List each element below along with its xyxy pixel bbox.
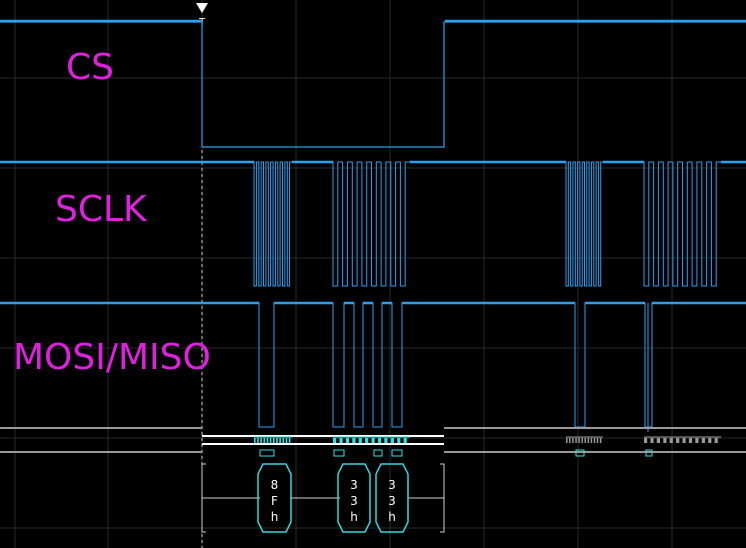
bus-bit-tick (701, 438, 705, 443)
bus-bit-tick (656, 438, 660, 443)
bus-bit-tick (365, 438, 369, 443)
bus-bit-tick (263, 438, 266, 443)
bus-bit-tick (663, 438, 667, 443)
decode-bracket-left (201, 463, 206, 533)
bus-bit-tick (397, 438, 401, 443)
decoded-bytes-row: 8Fh 3 3 h 3 3 h (201, 463, 445, 533)
decoded-byte-char: h (388, 510, 396, 524)
trigger-arrow-icon[interactable] (196, 3, 208, 13)
bus-bit-tick (339, 438, 343, 443)
bus-bit-tick (587, 438, 590, 443)
bus-notch (575, 449, 585, 457)
bus-bit-tick (584, 438, 586, 443)
bus-bit-tick (682, 438, 686, 443)
decoded-byte-char: F (271, 494, 278, 508)
bus-bit-tick (352, 438, 356, 443)
bus-bit-tick (714, 438, 718, 443)
bus-bit-tick (403, 438, 407, 443)
bus-notch (259, 449, 275, 457)
bus-bit-tick (371, 438, 375, 443)
bus-bit-tick (590, 438, 593, 443)
bus-bit-tick (569, 438, 571, 443)
decoded-byte-char: 3 (388, 494, 396, 508)
bus-bit-tick (260, 438, 262, 443)
bus-bit-tick (572, 438, 574, 443)
bus-bit-tick (269, 438, 272, 443)
bus-bit-tick (695, 438, 699, 443)
bus-bit-tick (669, 438, 673, 443)
bus-notch (333, 449, 345, 457)
cs-channel-label: CS (66, 47, 114, 88)
decoded-byte-box (375, 463, 409, 533)
bus-bit-tick (384, 438, 388, 443)
bus-notch (373, 449, 383, 457)
sclk-channel-label: SCLK (55, 189, 147, 230)
bus-bit-tick (276, 438, 278, 443)
mosi-miso-channel-label: MOSI/MISO (13, 337, 211, 378)
bus-notch (391, 449, 403, 457)
decoded-byte-box (337, 463, 371, 533)
bus-bit-tick (333, 438, 337, 443)
bus-bit-tick (566, 438, 568, 443)
bus-bit-tick (257, 438, 259, 443)
bus-bit-tick (288, 438, 291, 443)
bus-bit-tick (596, 438, 599, 443)
bus-bit-tick (345, 438, 349, 443)
decode-bracket-right (440, 463, 445, 533)
decoded-byte-char: h (350, 510, 358, 524)
bus-bit-tick (377, 438, 382, 443)
bus-bit-tick (358, 438, 362, 443)
decoded-byte-char: 3 (388, 478, 396, 492)
bus-bit-tick (650, 438, 654, 443)
decoded-bus-lines (0, 427, 746, 457)
bus-bit-tick (644, 438, 648, 443)
bus-bit-tick (688, 438, 693, 443)
decoded-byte-char: 3 (350, 494, 358, 508)
bus-bit-tick (708, 438, 712, 443)
bus-bit-tick (390, 438, 394, 443)
bus-notch (645, 449, 653, 457)
bus-bit-tick (285, 438, 288, 443)
bus-bit-tick (578, 438, 580, 443)
bus-bit-tick (273, 438, 275, 443)
decoded-byte-box (257, 463, 292, 533)
bus-bit-tick (575, 438, 577, 443)
decoded-byte-char: h (271, 510, 279, 524)
bus-bit-tick (279, 438, 281, 443)
decoded-byte-char: 8 (271, 478, 279, 492)
bus-bit-tick (593, 438, 596, 443)
bus-bit-tick (282, 438, 285, 443)
bus-bit-tick (676, 438, 680, 443)
mosi-miso-trace (0, 301, 746, 432)
bus-bit-tick (266, 438, 269, 443)
bus-bit-tick (254, 438, 256, 443)
sclk-trace (0, 160, 746, 287)
bus-bit-tick (599, 438, 602, 443)
bus-bit-tick (581, 438, 583, 443)
decoded-byte-char: 3 (350, 478, 358, 492)
